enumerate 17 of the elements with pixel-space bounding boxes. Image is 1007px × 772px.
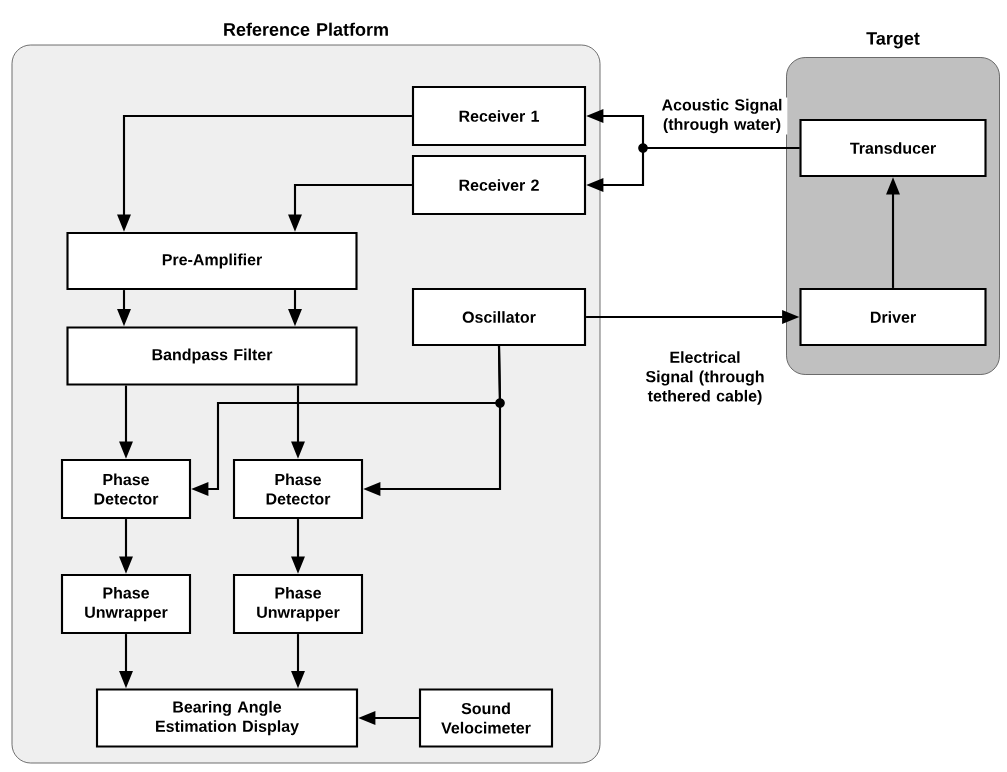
process-box: Pre-Amplifier: [66, 231, 358, 291]
process-box: Bearing Angle Estimation Display: [95, 688, 359, 748]
process-box: Phase Detector: [60, 458, 192, 520]
process-box: Oscillator: [411, 287, 587, 347]
process-box: Phase Unwrapper: [232, 573, 364, 635]
process-box: Bandpass Filter: [66, 326, 358, 386]
process-box: Transducer: [799, 118, 987, 178]
node-label: Reference Platform: [224, 22, 388, 36]
process-box: Receiver 1: [411, 85, 587, 147]
process-box: Phase Detector: [232, 458, 364, 520]
edge-label: Electrical Signal (through tethered cable): [629, 349, 781, 407]
process-box: Receiver 2: [411, 154, 587, 216]
node-label: Target: [866, 32, 920, 49]
process-box: Sound Velocimeter: [418, 688, 554, 748]
process-box: Driver: [799, 287, 987, 347]
process-box: Phase Unwrapper: [60, 573, 192, 635]
edge-label: Acoustic Signal (through water): [656, 97, 788, 135]
